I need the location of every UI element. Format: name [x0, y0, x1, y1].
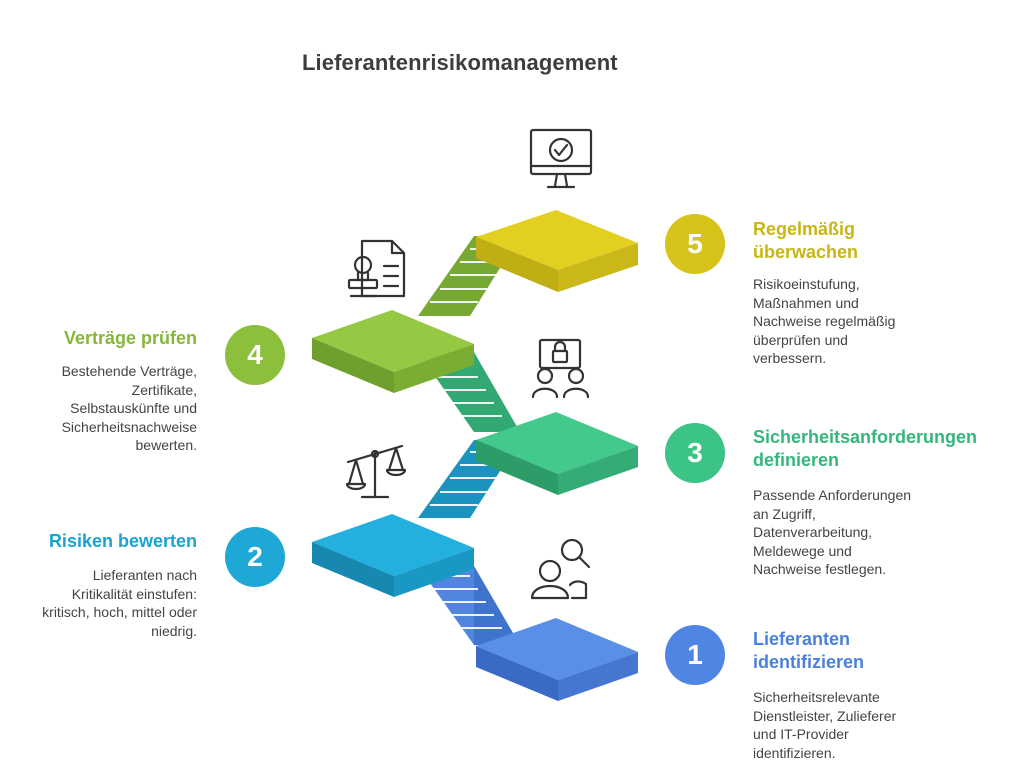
- step-2-title: Risiken bewerten: [0, 530, 197, 553]
- step-2-desc-line: kritisch, hoch, mittel oder: [42, 604, 197, 620]
- step-3-title-line: Sicherheitsanforderungen: [753, 427, 978, 447]
- shared-lock-icon: [531, 338, 590, 399]
- step-1-badge: 1: [665, 625, 725, 685]
- step-3-desc-line: Passende Anforderungen: [753, 487, 912, 503]
- step-3-title-line: definieren: [753, 450, 840, 470]
- platform-5: [476, 210, 638, 292]
- step-3-badge: 3: [665, 423, 725, 483]
- step-4-desc-line: Zertifikate,: [131, 381, 197, 398]
- step-5-desc-line: Risikoeinstufung,: [753, 276, 860, 292]
- step-3-desc-line: Meldewege und: [753, 542, 852, 559]
- step-1-desc-line: Dienstleister, Zulieferer: [753, 707, 897, 724]
- step-1-desc-line: Sicherheitsrelevante: [753, 689, 880, 705]
- page-title: Lieferantenrisikomanagement: [302, 50, 618, 75]
- step-4-badge: 4: [225, 325, 285, 385]
- step-5-desc-line: verbessern.: [753, 350, 827, 366]
- step-2-badge: 2: [225, 527, 285, 587]
- step-5-desc-line: überprüfen und: [753, 331, 848, 348]
- step-3-title: Sicherheitsanforderungen definieren: [753, 426, 1018, 472]
- step-4-desc-line: Sicherheitsnachweise: [61, 418, 197, 435]
- step-1-title-line: Lieferanten: [753, 629, 851, 649]
- step-5-desc-line: Maßnahmen und: [753, 294, 859, 311]
- step-4-desc-line: bewerten.: [135, 437, 197, 453]
- step-1-desc-line: und IT-Provider: [753, 726, 849, 742]
- step-4-description: Bestehende Verträge, Zertifikate, Selbst…: [0, 362, 197, 455]
- step-5-description: Risikoeinstufung, Maßnahmen und Nachweis…: [753, 275, 973, 368]
- step-3-desc-line: an Zugriff,: [753, 505, 816, 522]
- platform-4: [312, 310, 474, 393]
- step-3-desc-line: Datenverarbeitung,: [753, 524, 873, 540]
- document-stamp-icon: [347, 239, 406, 298]
- step-3-desc-line: Nachweise festlegen.: [753, 561, 887, 577]
- step-4-desc-line: Selbstauskünfte und: [70, 400, 197, 416]
- step-2-title-line: Risiken bewerten: [48, 531, 197, 551]
- step-1-desc-line: identifizieren.: [753, 744, 836, 761]
- step-1-title: Lieferanten identifizieren: [753, 628, 973, 674]
- step-2-description: Lieferanten nach Kritikalität einstufen:…: [0, 566, 197, 640]
- step-1-description: Sicherheitsrelevante Dienstleister, Zuli…: [753, 688, 973, 762]
- step-5-title-line: überwachen: [753, 242, 859, 262]
- step-5-title-line: Regelmäßig: [753, 219, 856, 239]
- platform-1: [476, 618, 638, 701]
- platform-2: [312, 514, 474, 597]
- step-2-desc-line: Lieferanten nach: [92, 567, 197, 583]
- step-3-description: Passende Anforderungen an Zugriff, Daten…: [753, 486, 973, 579]
- step-5-title: Regelmäßig überwachen: [753, 218, 973, 264]
- step-5-badge: 5: [665, 214, 725, 274]
- platform-3: [476, 412, 638, 495]
- step-2-desc-line: niedrig.: [151, 622, 197, 639]
- scales-icon: [345, 444, 407, 499]
- step-1-title-line: identifizieren: [753, 652, 865, 672]
- step-5-desc-line: Nachweise regelmäßig: [753, 313, 896, 329]
- monitor-check-icon: [529, 128, 593, 189]
- person-search-icon: [530, 538, 591, 600]
- step-2-desc-line: Kritikalität einstufen:: [71, 585, 197, 602]
- step-4-title: Verträge prüfen: [0, 327, 197, 350]
- step-4-title-line: Verträge prüfen: [63, 328, 197, 348]
- step-4-desc-line: Bestehende Verträge,: [61, 363, 197, 379]
